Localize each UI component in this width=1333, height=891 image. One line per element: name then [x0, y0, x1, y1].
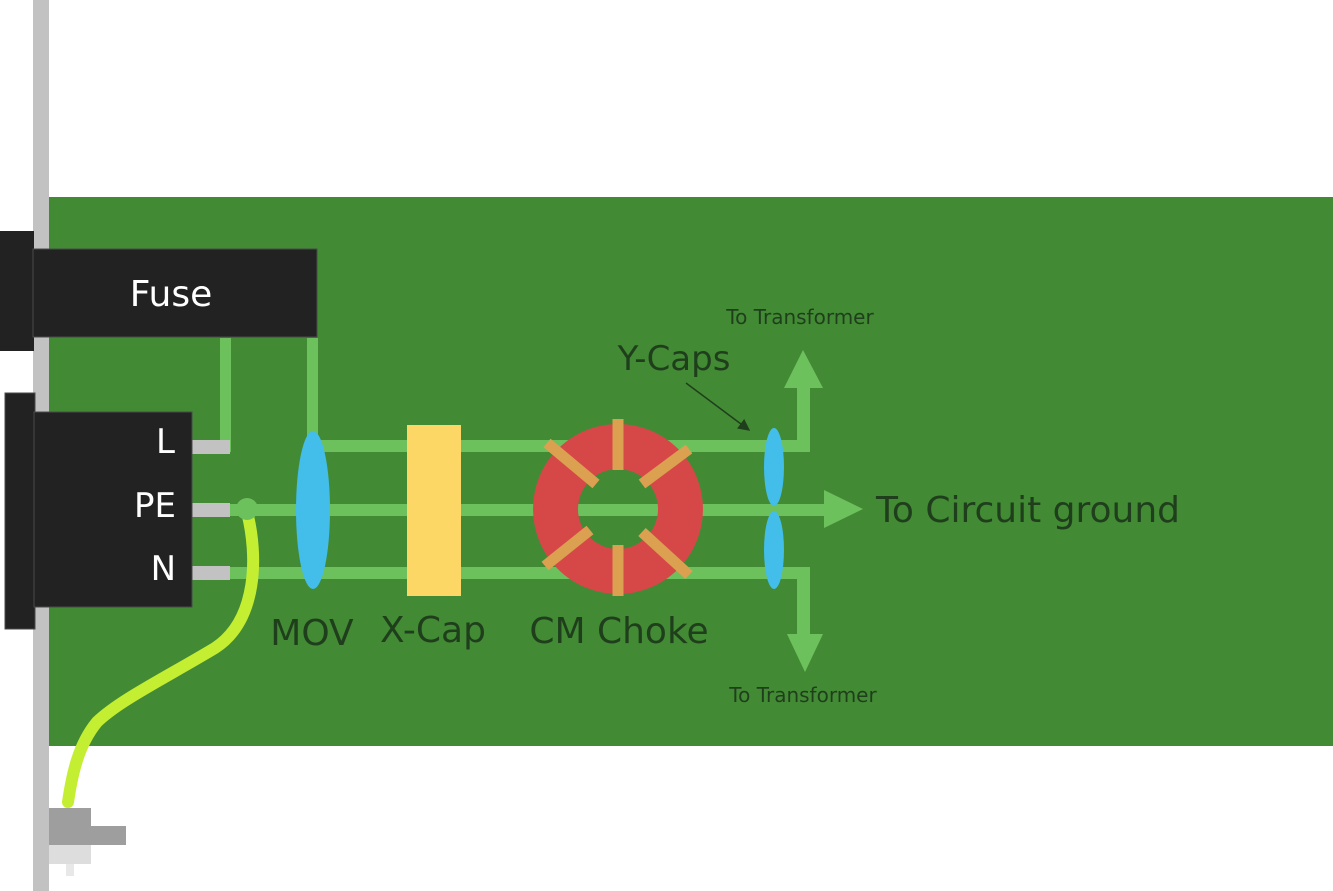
to-transformer-bottom-label: To Transformer: [728, 683, 877, 707]
pin-pe: [190, 503, 230, 517]
arrow-to-transformer-bottom: [787, 634, 823, 672]
power-connector: [33, 411, 193, 608]
screw-stem: [66, 864, 74, 876]
to-circuit-ground-label: To Circuit ground: [875, 490, 1180, 531]
fuse-holder: [32, 248, 318, 338]
x-cap-component: [407, 425, 461, 596]
trace-neutral-down: [797, 567, 810, 637]
arrow-to-transformer-top: [784, 350, 823, 388]
connector-pins: [190, 440, 230, 580]
winding-bottom-left: [541, 525, 594, 571]
pin-l: [190, 440, 230, 454]
fuse-holder-flange: [0, 231, 34, 351]
fuse-label: Fuse: [130, 274, 212, 315]
screw-head: [91, 826, 126, 845]
winding-bottom-right: [638, 527, 693, 580]
power-connector-flange: [4, 392, 36, 630]
mov-component: [296, 431, 330, 589]
y-cap-bottom: [764, 511, 784, 589]
x-cap-label: X-Cap: [380, 610, 486, 651]
mov-label: MOV: [270, 613, 354, 654]
pin-label-pe: PE: [134, 486, 176, 526]
pin-n: [190, 566, 230, 580]
y-caps-label: Y-Caps: [617, 339, 731, 379]
y-cap-top: [764, 428, 784, 506]
choke-windings: [541, 419, 693, 596]
ground-screw: [49, 808, 126, 876]
trace-fuse-to-l: [220, 338, 231, 452]
winding-top-right: [638, 444, 693, 489]
screw-highlight: [49, 845, 91, 864]
trace-line-up: [797, 385, 810, 452]
arrow-to-circuit-ground: [824, 490, 863, 528]
pin-label-n: N: [151, 549, 176, 589]
pin-label-l: L: [156, 422, 175, 462]
cm-choke-component: [533, 419, 703, 596]
ground-wire: [62, 506, 260, 808]
y-caps-pointer: [685, 382, 751, 431]
trace-fuse-out: [307, 338, 318, 450]
to-transformer-top-label: To Transformer: [725, 305, 874, 329]
cm-choke-label: CM Choke: [529, 611, 708, 652]
winding-top-left: [543, 438, 600, 489]
ground-wire-joint: [236, 498, 258, 520]
